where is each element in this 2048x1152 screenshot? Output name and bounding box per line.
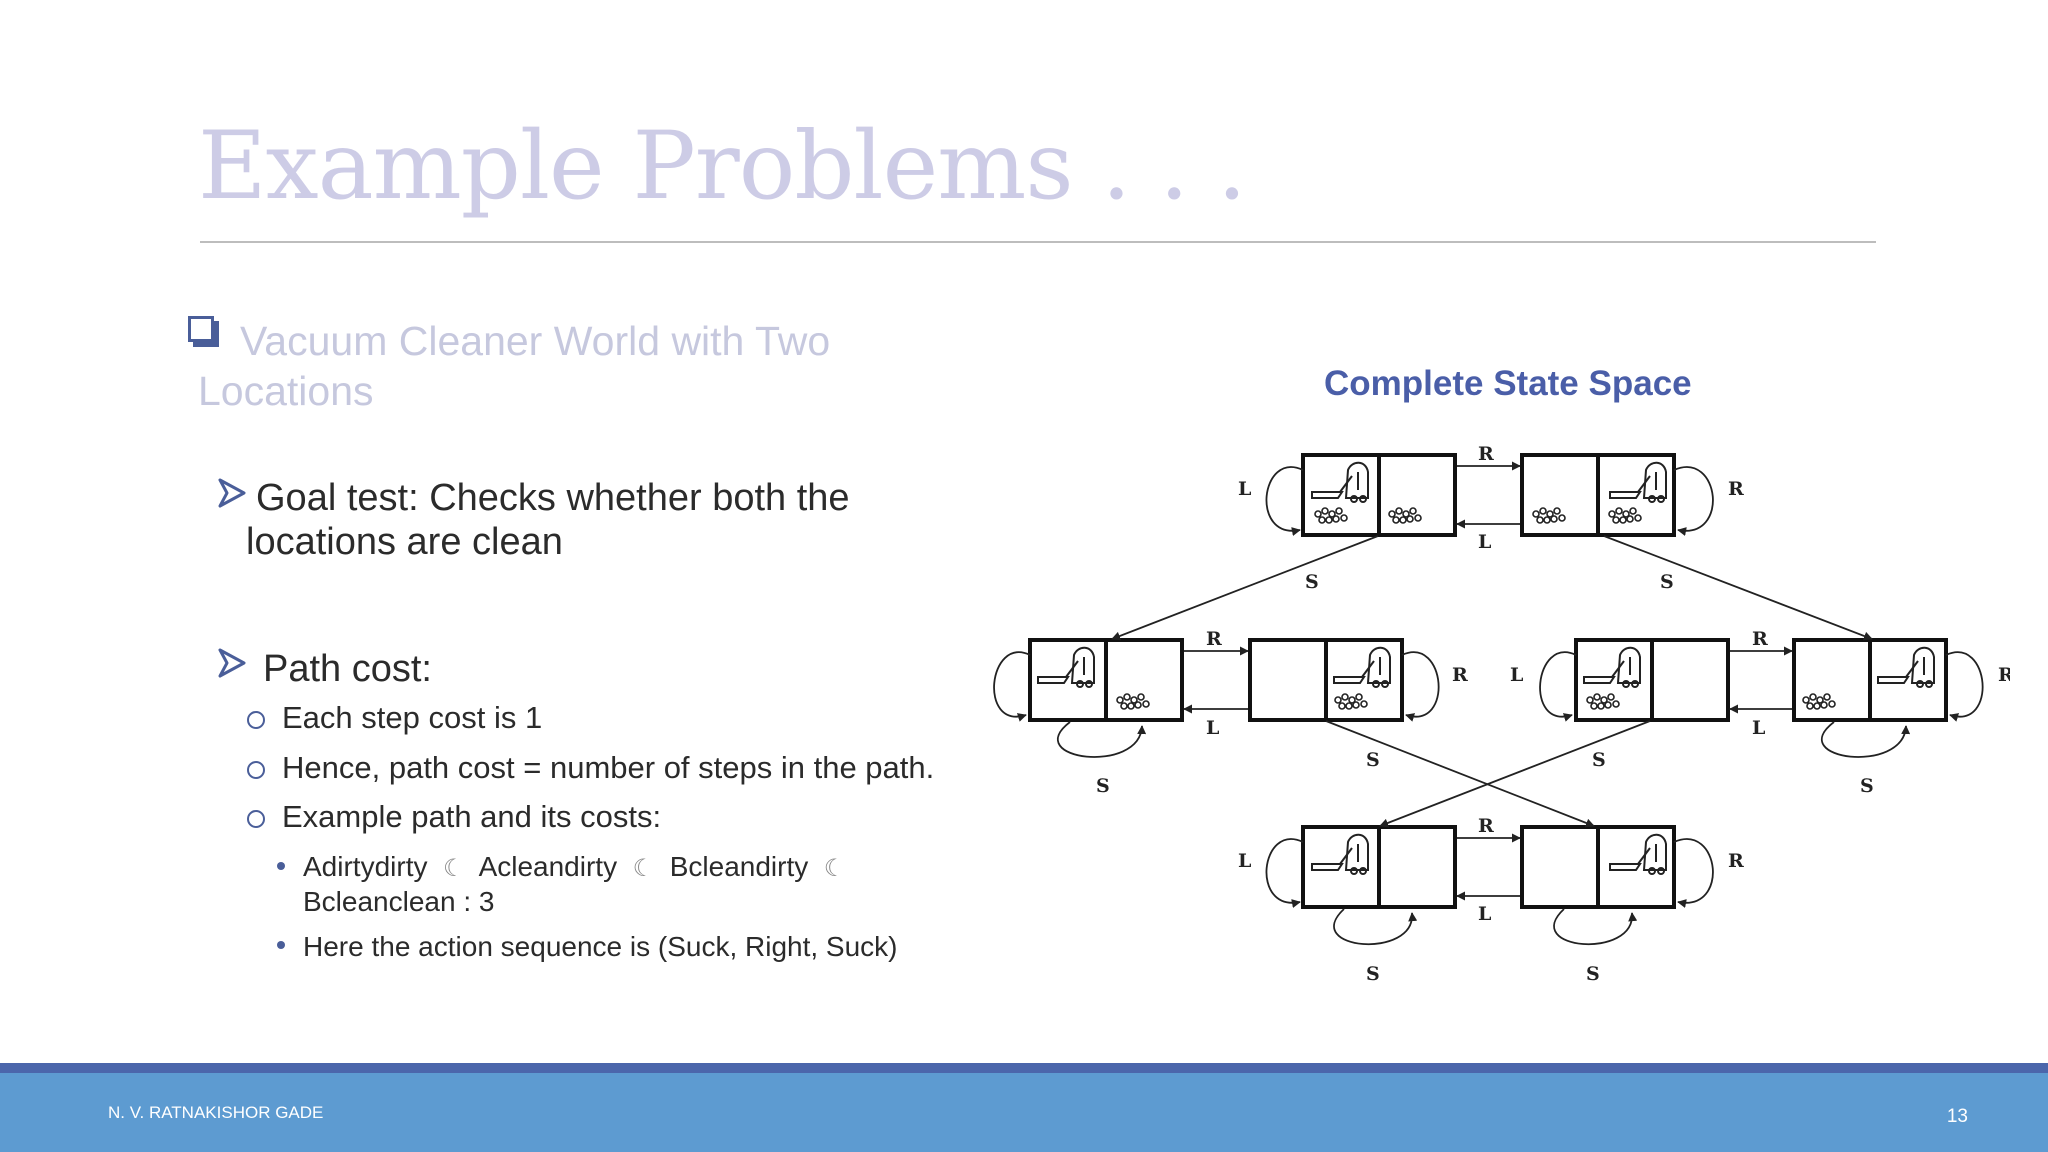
edge-label: L (1752, 717, 1765, 739)
edge-label: S (1860, 775, 1874, 797)
dot-bullet-icon (277, 941, 285, 949)
example-path: Adirtydirty ☾ Acleandirty ☾ Bcleandirty … (303, 849, 845, 886)
edge-label: R (1728, 478, 1744, 500)
path-step: Bcleandirty (669, 851, 809, 882)
state-box (1574, 638, 1730, 722)
path-step: Adirtydirty (303, 851, 428, 882)
edge-label: R (1478, 815, 1494, 837)
circle-bullet-icon (247, 711, 265, 729)
state-box (1028, 638, 1184, 722)
edge-label: L (1238, 850, 1251, 872)
state-box (1301, 453, 1457, 537)
edge-label: R (1478, 443, 1494, 465)
state-box (1248, 638, 1404, 722)
edge-label: S (1366, 749, 1380, 771)
edge-label: S (1592, 749, 1606, 771)
path-step: Acleandirty (478, 851, 618, 882)
edge-label: R (1752, 628, 1768, 650)
edge-label: S (1366, 963, 1380, 985)
title-rule (200, 241, 1876, 243)
state-space-diagram: R L L R S S R L R L R L R S S S S R L L … (993, 443, 2010, 985)
edge-label: L (1510, 664, 1523, 686)
list-item: Hence, path cost = number of steps in th… (282, 750, 935, 785)
state-box (1301, 825, 1457, 909)
edge-label: S (1096, 775, 1110, 797)
edge-label: R (1728, 850, 1744, 872)
circle-bullet-icon (247, 761, 265, 779)
action-sequence-text: Here the action sequence is (Suck, Right… (303, 931, 898, 962)
moon-separator-icon: ☾ (443, 855, 465, 882)
state-box (1520, 825, 1676, 909)
edge-label: S (1660, 571, 1674, 593)
edge-label: L (1478, 531, 1491, 553)
edge-label: R (1452, 664, 1468, 686)
dot-bullet-icon (277, 862, 285, 870)
footer-bar (0, 1073, 2048, 1152)
state-box (1792, 638, 1948, 722)
edge-label: R (1998, 664, 2010, 686)
edge-label: S (1305, 571, 1319, 593)
edge-label: L (1478, 903, 1491, 925)
slide-title: Example Problems . . . (198, 112, 1247, 221)
list-item: Each step cost is 1 (282, 700, 543, 735)
footer-author: N. V. RATNAKISHOR GADE (108, 1103, 324, 1122)
arrow-bullet-icon (218, 478, 246, 508)
moon-separator-icon: ☾ (632, 855, 655, 882)
checkbox-bullet-icon (188, 316, 219, 347)
diagram-title: Complete State Space (1324, 364, 1692, 403)
subheading: Vacuum Cleaner World with Two Locations (198, 318, 831, 414)
edge-label: S (1586, 963, 1600, 985)
edge-label: R (1206, 628, 1222, 650)
path-step: Bcleanclean : 3 (303, 886, 495, 917)
state-box (1520, 453, 1676, 537)
footer-line (0, 1063, 2048, 1073)
page-number: 13 (1946, 1106, 1968, 1127)
subheading-block: Vacuum Cleaner World with Two Locations (188, 316, 848, 416)
edge-label: L (1238, 478, 1251, 500)
moon-separator-icon: ☾ (823, 855, 846, 882)
path-cost-heading: Path cost: (263, 648, 432, 690)
goal-test-text: Goal test: Checks whether both the locat… (246, 477, 850, 563)
arrow-bullet-icon (218, 648, 246, 678)
list-item: Example path and its costs: (282, 799, 662, 834)
circle-bullet-icon (247, 810, 265, 828)
edge-label: L (1206, 717, 1219, 739)
